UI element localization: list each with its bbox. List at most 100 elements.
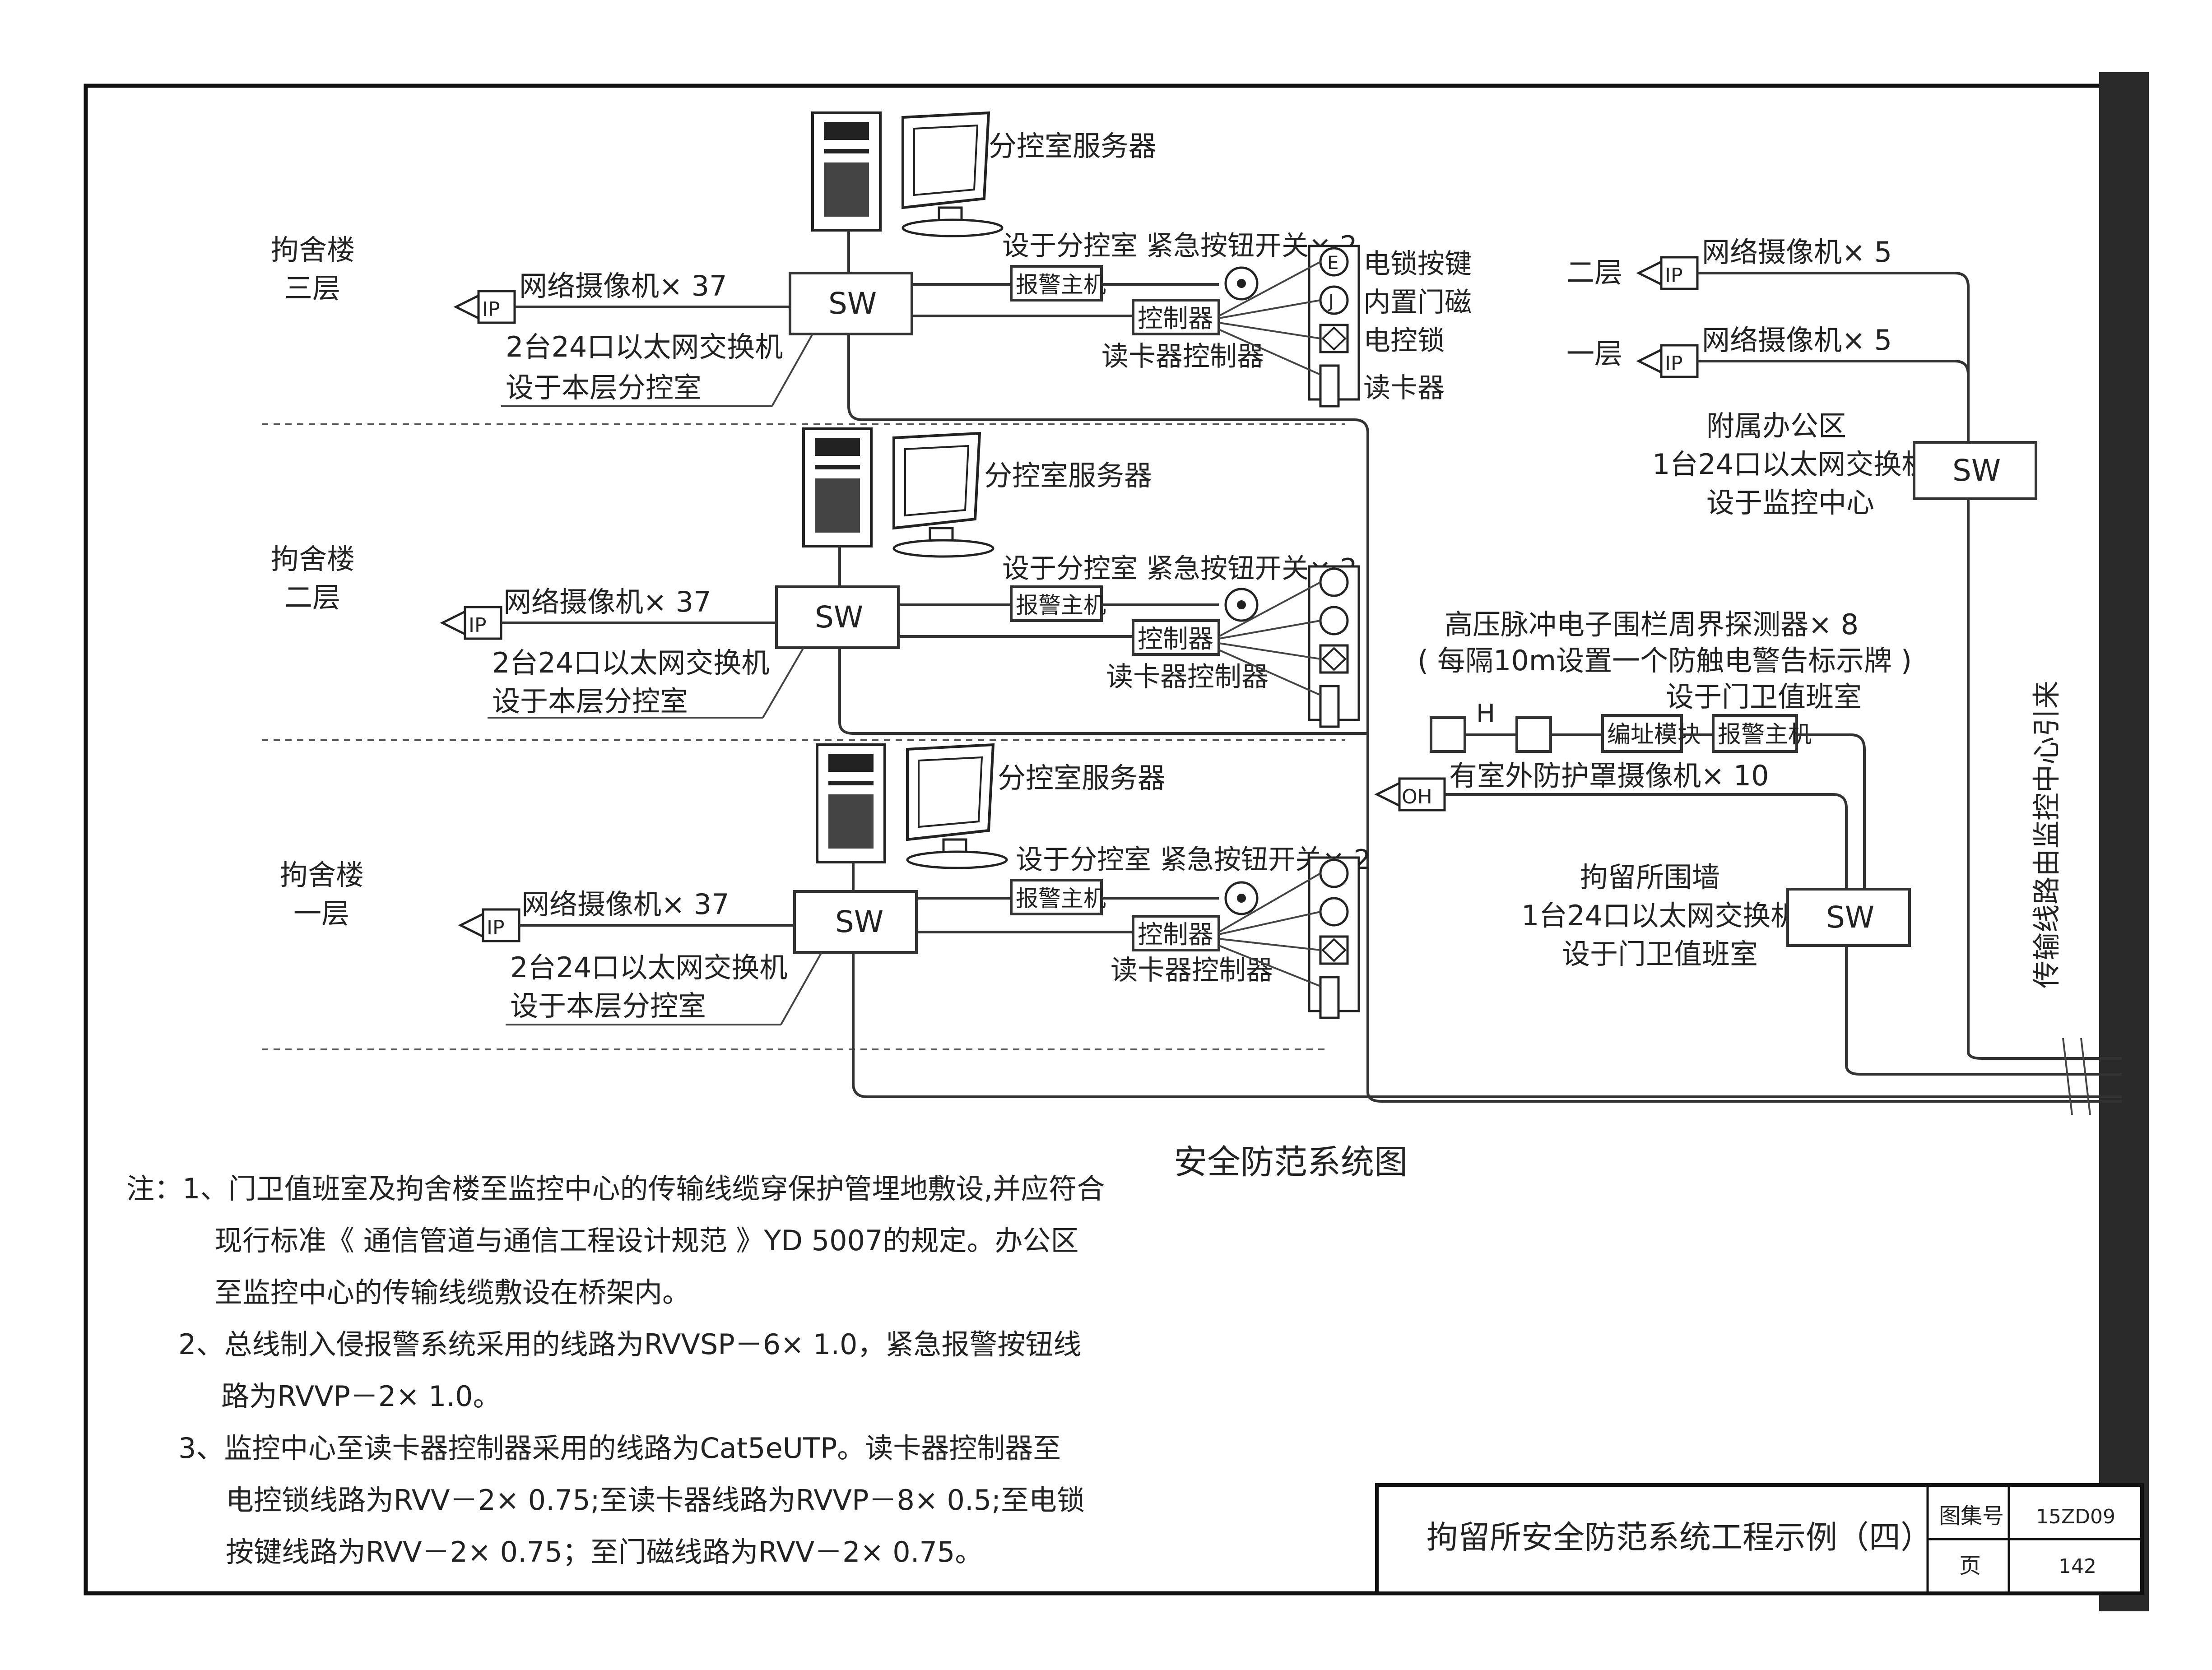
floor-1-server-label: 分控室服务器 (998, 761, 1166, 794)
floor-3-alarm-host (1010, 265, 1103, 302)
floor-1-switch (793, 890, 918, 954)
floor-1-reader-controller-label: 读卡器控制器 (1111, 955, 1273, 986)
floor-1-section: 拘舍楼 一层 分控室服务器 IP 网络摄像机× 37 SW 2台24口以太网交换… (280, 743, 1371, 1025)
floor-3-building-label: 拘舍楼 (271, 233, 355, 266)
floor-2-level-label: 二层 (284, 581, 340, 614)
drawing-frame (84, 84, 2144, 1596)
svg-text:控制器: 控制器 (1138, 920, 1213, 950)
notes-block: 注：1、门卫值班室及拘舍楼至监控中心的传输线缆穿保护管埋地敷设,并应符合 现行标… (126, 1172, 1105, 1568)
floor-2-building-label: 拘舍楼 (271, 543, 355, 575)
floor-1-switch-desc-1: 2台24口以太网交换机 (510, 951, 787, 984)
floor-3-ip-tag: IP (482, 298, 500, 321)
annex-floor-2-camera-icon (1636, 256, 1699, 290)
floor-2-controller (1132, 619, 1220, 656)
floor-3-switch-desc-1: 2台24口以太网交换机 (506, 330, 783, 363)
title-block: 拘留所安全防范系统工程示例（四） 图集号 15ZD09 页 142 (1375, 1483, 2144, 1595)
perimeter-alarm-host (1712, 714, 1798, 753)
electric-lock-label: 电控锁 (1363, 325, 1445, 357)
floor-2-server-label: 分控室服务器 (984, 459, 1152, 492)
trunk-route-label: 传输线路由监控中心引来 (2030, 681, 2063, 988)
oh-tag: OH (1402, 785, 1432, 808)
floor-3-uplink (847, 406, 1369, 1092)
card-reader-icon (1319, 364, 1340, 408)
floor-3-section: 拘舍楼 三层 分控室服务器 IP 网络摄像机× 37 SW 2台24口以太网交换… (271, 111, 1357, 407)
annex-switch-label: SW (1952, 453, 2001, 488)
note-line-6: 3、监控中心至读卡器控制器采用的线路为Cat5eUTP。读卡器控制器至 (178, 1432, 1061, 1465)
page-edge-shadow (2099, 72, 2149, 1611)
svg-text:IP: IP (1665, 352, 1683, 375)
atlas-label: 图集号 (1939, 1503, 2004, 1529)
floor-3-switch (789, 272, 913, 335)
annex-switch-desc-2: 设于监控中心 (1706, 486, 1874, 519)
door-magnet-label: 内置门磁 (1363, 287, 1472, 318)
floor-1-camera-label: 网络摄像机× 37 (521, 888, 730, 921)
floor-3-switch-label: SW (828, 286, 877, 321)
floor-3-server-icon (811, 111, 1004, 237)
electric-lock-icon (1319, 324, 1349, 353)
floor-2-server-icon (802, 427, 994, 558)
floor-3-ip-camera-icon (453, 290, 516, 324)
svg-text:控制器: 控制器 (1138, 304, 1213, 334)
annex-switch (1913, 441, 2037, 500)
svg-text:报警主机: 报警主机 (1016, 272, 1106, 298)
page-number: 142 (2059, 1555, 2096, 1578)
card-reader-label: 读卡器 (1363, 372, 1445, 404)
wall-title: 拘留所围墙 (1580, 861, 1720, 894)
note-line-7: 电控锁线路为RVV－2× 0.75;至读卡器线路为RVVP－8× 0.5;至电锁 (226, 1484, 1085, 1517)
note-line-5: 路为RVVP－2× 1.0。 (221, 1380, 501, 1413)
svg-text:报警主机: 报警主机 (1016, 592, 1106, 618)
perimeter-fence-label-3: 设于门卫值班室 (1666, 680, 1862, 713)
door-devices-floor-3: E J 电锁按键 内置门磁 电控锁 读卡器 (1218, 245, 1472, 408)
floor-3-switch-leader (771, 334, 813, 407)
floor-2-switch-desc-2: 设于本层分控室 (492, 685, 688, 718)
wall-switch (1786, 888, 1911, 947)
annex-floor-1-label: 一层 (1566, 337, 1622, 370)
diagram-title: 安全防范系统图 (1174, 1143, 1408, 1182)
wall-switch-label: SW (1826, 900, 1874, 935)
floor-3-controller (1132, 299, 1220, 335)
perimeter-fence-label-2: ( 每隔10m设置一个防触电警告标示牌 ) (1417, 644, 1912, 677)
fence-detector-2 (1515, 716, 1552, 753)
wall-switch-desc-1: 1台24口以太网交换机 (1521, 899, 1798, 932)
note-line-4: 2、总线制入侵报警系统采用的线路为RVVSP－6× 1.0，紧急报警按钮线 (178, 1328, 1081, 1361)
floor-1-ip-camera-icon (458, 908, 520, 942)
floor-2-switch (775, 585, 900, 649)
floor-1-switch-desc-2: 设于本层分控室 (510, 989, 706, 1022)
fence-detector-1 (1430, 716, 1466, 753)
floor-3-panic-label: 设于分控室 紧急按钮开关× 2 (1002, 230, 1357, 262)
floor-3-switch-desc-2: 设于本层分控室 (506, 371, 702, 404)
floor-2-camera-label: 网络摄像机× 37 (503, 585, 711, 618)
outdoor-camera-label: 有室外防护罩摄像机× 10 (1449, 759, 1769, 792)
wall-switch-desc-2: 设于门卫值班室 (1562, 937, 1758, 970)
drawing-title: 拘留所安全防范系统工程示例（四） (1427, 1519, 1932, 1556)
floor-1-level-label: 一层 (293, 897, 349, 930)
floor-1-switch-label: SW (835, 905, 883, 939)
floor-2-ip-tag: IP (469, 614, 487, 637)
annex-floor-1-camera-label: 网络摄像机× 5 (1702, 324, 1892, 357)
floor-1-building-label: 拘舍楼 (280, 858, 364, 891)
floor-3-camera-label: 网络摄像机× 37 (519, 269, 727, 302)
door-devices-floor-1 (1218, 856, 1360, 1019)
floor-2-uplink (838, 648, 1368, 735)
floor-1-ip-tag: IP (487, 916, 505, 939)
floor-2-switch-label: SW (815, 600, 863, 635)
floor-2-switch-desc-1: 2台24口以太网交换机 (492, 646, 769, 679)
note-line-1: 注：1、门卫值班室及拘舍楼至监控中心的传输线缆穿保护管埋地敷设,并应符合 (126, 1172, 1105, 1205)
floor-1-server-icon (816, 743, 1008, 869)
door-devices-floor-2 (1218, 565, 1360, 728)
annex-floor-2-camera-label: 网络摄像机× 5 (1702, 236, 1892, 269)
floor-2-ip-camera-icon (440, 606, 502, 640)
floor-3-level-label: 三层 (284, 272, 340, 305)
atlas-number: 15ZD09 (2036, 1505, 2115, 1528)
lock-button-label: 电锁按键 (1363, 248, 1472, 280)
annex-title: 附属办公区 (1706, 409, 1846, 442)
floor-2-section: 拘舍楼 二层 分控室服务器 IP 网络摄像机× 37 SW 2台24口以太网交换… (271, 427, 1360, 728)
annex-switch-desc-1: 1台24口以太网交换机 (1652, 448, 1929, 481)
note-line-8: 按键线路为RVV－2× 0.75；至门磁线路为RVV－2× 0.75。 (226, 1535, 983, 1568)
floor-3-reader-controller-label: 读卡器控制器 (1101, 341, 1264, 372)
floor-1-uplink (852, 952, 2122, 1098)
svg-text:报警主机: 报警主机 (1718, 721, 1812, 748)
page-label: 页 (1959, 1553, 1981, 1578)
svg-text:报警主机: 报警主机 (1016, 886, 1106, 912)
